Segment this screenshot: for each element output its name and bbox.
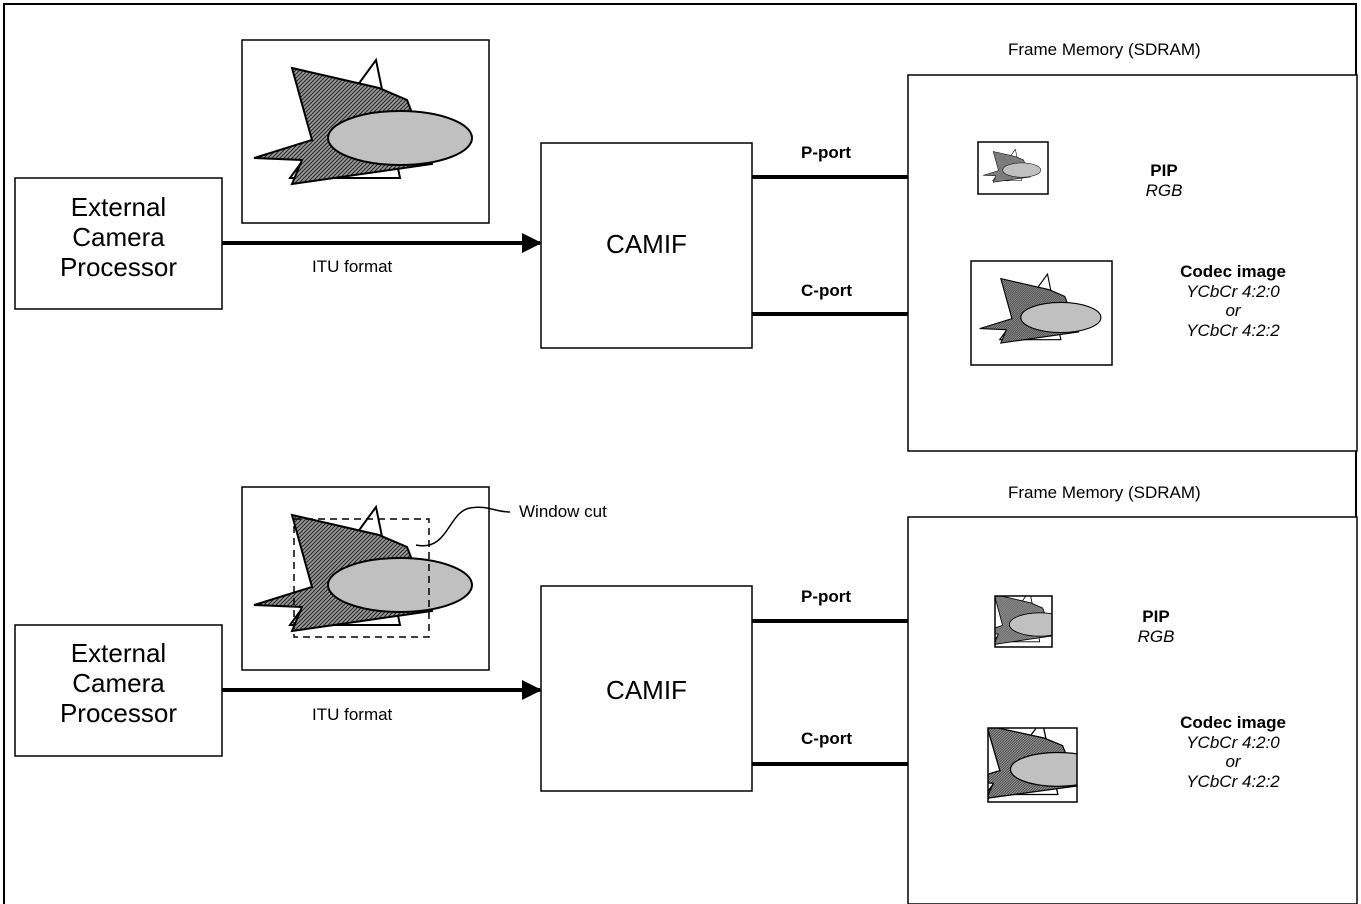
frame-memory-title: Frame Memory (SDRAM) bbox=[1008, 40, 1201, 59]
top-section bbox=[14, 39, 1358, 452]
camif-box bbox=[540, 585, 753, 792]
bottom-section bbox=[14, 486, 1358, 904]
camif-box bbox=[540, 142, 753, 349]
pip-caption: PIP RGB bbox=[1137, 607, 1175, 646]
pip-thumbnail-frame bbox=[994, 595, 1053, 648]
p-port-label: P-port bbox=[801, 143, 852, 162]
pip-caption: PIP RGB bbox=[1145, 161, 1183, 200]
itu-format-label: ITU format bbox=[312, 705, 393, 724]
external-processor-label: External Camera Processor bbox=[59, 192, 178, 282]
frame-memory-title: Frame Memory (SDRAM) bbox=[1008, 483, 1201, 502]
codec-caption: Codec image YCbCr 4:2:0 or YCbCr 4:2:2 bbox=[1180, 262, 1286, 340]
external-processor-box bbox=[14, 624, 223, 757]
codec-thumbnail-frame bbox=[987, 727, 1078, 803]
external-processor-box bbox=[14, 177, 223, 310]
window-cut-label: Window cut bbox=[519, 502, 607, 521]
external-processor-label: External Camera Processor bbox=[59, 638, 178, 728]
camif-label: CAMIF bbox=[606, 229, 687, 259]
camif-label: CAMIF bbox=[606, 675, 687, 705]
codec-caption: Codec image YCbCr 4:2:0 or YCbCr 4:2:2 bbox=[1180, 713, 1286, 791]
window-cut-callout bbox=[415, 506, 511, 547]
c-port-label: C-port bbox=[801, 281, 852, 300]
window-cut-rect bbox=[293, 518, 430, 638]
p-port-label: P-port bbox=[801, 587, 852, 606]
c-port-label: C-port bbox=[801, 729, 852, 748]
frame-memory-box bbox=[907, 516, 1358, 904]
diagram-frame bbox=[3, 3, 1357, 904]
itu-format-label: ITU format bbox=[312, 257, 393, 276]
